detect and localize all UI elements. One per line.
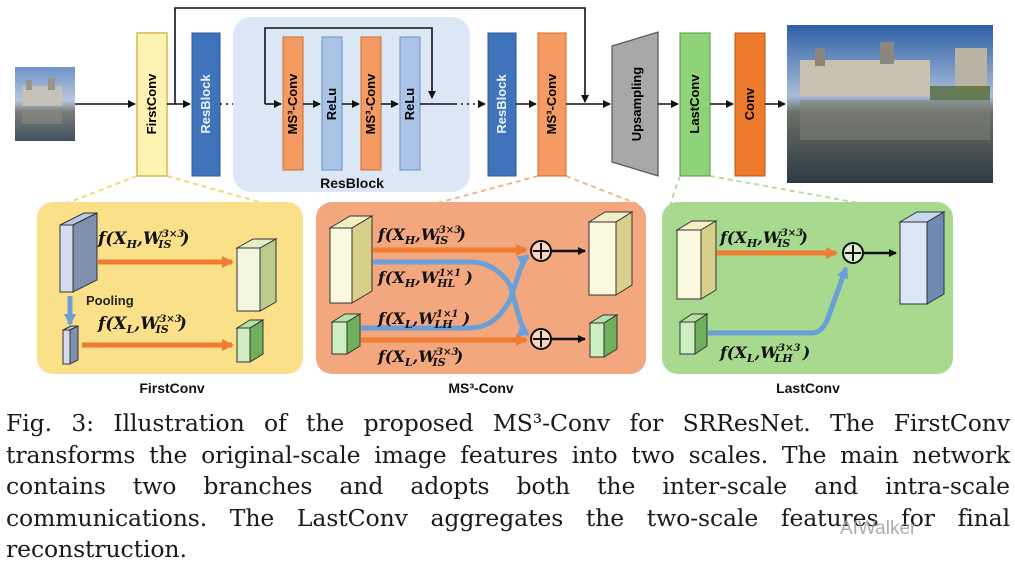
relu-b: ReLu xyxy=(399,36,421,171)
pooling-label: Pooling xyxy=(86,293,134,308)
ms3-conv-a: MS³-Conv xyxy=(282,36,304,171)
input-image xyxy=(15,67,75,141)
output-image xyxy=(787,25,993,183)
ms3-conv-b: MS³-Conv xyxy=(360,36,382,171)
relu-a: ReLu xyxy=(321,36,343,171)
first-conv-label: FirstConv xyxy=(144,73,159,134)
conv-block: Conv xyxy=(734,32,766,177)
watermark-text: AIWalker xyxy=(840,518,917,539)
caption-text: Fig. 3: Illustration of the proposed MS³… xyxy=(6,409,1010,563)
ms3-conv-b-label: MS³-Conv xyxy=(363,73,378,134)
panel-first-conv-title: FirstConv xyxy=(139,380,205,396)
ms3-conv-c: MS³-Conv xyxy=(537,32,567,177)
first-conv-block: FirstConv xyxy=(136,32,168,177)
upsampling-block: Upsampling xyxy=(611,31,659,177)
panel-last-conv-title: LastConv xyxy=(776,380,840,396)
resblock-1: ResBlock xyxy=(191,32,221,177)
conv-label: Conv xyxy=(742,87,757,120)
ms3-conv-a-label: MS³-Conv xyxy=(285,73,300,134)
ms3-conv-c-label: MS³-Conv xyxy=(544,73,559,134)
global-skip-connection xyxy=(174,7,589,104)
architecture-diagram: FirstConv ResBlock ResBlock MS³-Conv ReL… xyxy=(15,7,993,396)
figure-caption: Fig. 3: Illustration of the proposed MS³… xyxy=(6,408,1010,566)
resblock-2-label: ResBlock xyxy=(494,74,509,134)
last-conv-label: LastConv xyxy=(687,74,702,134)
callout-lines xyxy=(61,175,871,206)
resblock-2: ResBlock xyxy=(487,32,517,177)
relu-b-label: ReLu xyxy=(402,88,417,121)
resblock-group-label: ResBlock xyxy=(320,175,384,191)
panel-ms3-title: MS³-Conv xyxy=(448,380,514,396)
last-conv-block: LastConv xyxy=(679,32,711,177)
relu-a-label: ReLu xyxy=(324,88,339,121)
resblock-1-label: ResBlock xyxy=(198,74,213,134)
upsampling-label: Upsampling xyxy=(629,67,644,141)
